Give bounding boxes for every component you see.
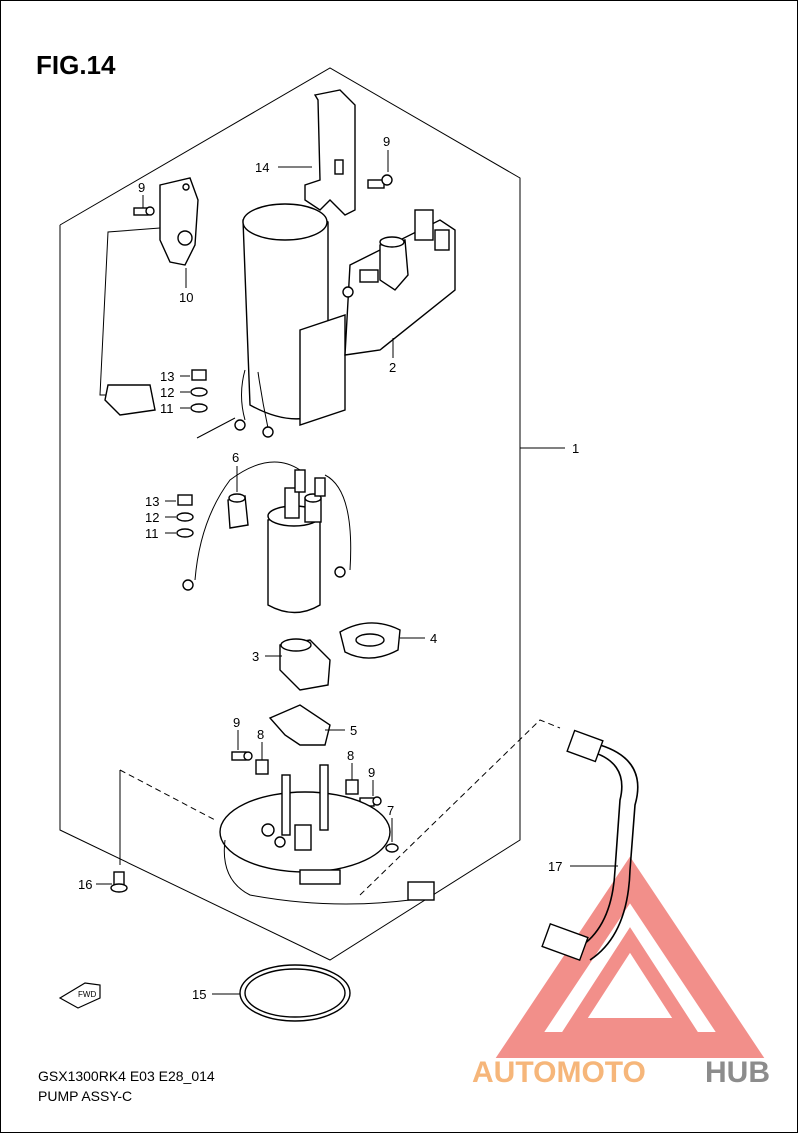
callout-4: 4 <box>430 631 437 646</box>
screw-9-lower-left <box>231 751 253 761</box>
callout-12: 12 <box>145 510 159 525</box>
terminal-ring <box>334 566 346 578</box>
screw-9-top-right <box>367 174 393 189</box>
callout-7: 7 <box>387 803 394 818</box>
callout-2: 2 <box>389 360 396 375</box>
callout-11: 11 <box>160 401 174 416</box>
callout-5: 5 <box>350 723 357 738</box>
nut-washer-stack-upper <box>190 369 208 413</box>
terminal-ring <box>182 579 194 591</box>
harness-connector <box>407 881 435 901</box>
callout-8: 8 <box>347 748 354 763</box>
fuel-level-gauge <box>99 177 199 416</box>
model-code: GSX1300RK4 E03 E28_014 <box>38 1068 215 1084</box>
watermark-text: AUTOMOTO HUB <box>472 1056 770 1089</box>
callout-6: 6 <box>232 450 239 465</box>
pump-wires <box>194 461 352 581</box>
fuel-filter-3 <box>279 638 331 691</box>
fuel-pump-case <box>242 203 346 426</box>
svg-text:AUTOMOTO: AUTOMOTO <box>472 1056 646 1089</box>
leader-hose <box>359 719 561 896</box>
callout-10: 10 <box>179 290 193 305</box>
callout-9: 9 <box>368 765 375 780</box>
base-harness <box>223 839 411 905</box>
case-wires <box>241 369 269 429</box>
gasket-15-inner <box>244 968 346 1018</box>
callout-13: 13 <box>145 494 159 509</box>
assembly-outline <box>59 67 521 961</box>
leader-16b <box>119 769 216 821</box>
fuel-pump-motor <box>267 469 326 614</box>
o-ring-7 <box>385 843 399 853</box>
bracket-5 <box>268 704 331 746</box>
callout-11: 11 <box>145 526 159 541</box>
callout-14: 14 <box>255 160 269 175</box>
callout-15: 15 <box>192 987 206 1002</box>
fuel-hose-17 <box>541 729 639 962</box>
figure-title: FIG.14 <box>36 50 116 80</box>
svg-text:HUB: HUB <box>705 1056 770 1089</box>
callout-9: 9 <box>233 715 240 730</box>
bracket-14 <box>304 89 356 216</box>
bolt-16 <box>110 871 128 893</box>
callout-1: 1 <box>572 441 579 456</box>
fwd-marker: FWD <box>58 982 101 1009</box>
assembly-name: PUMP ASSY-C <box>38 1088 133 1104</box>
screw-9-top-left <box>133 206 155 216</box>
callout-16: 16 <box>78 877 92 892</box>
callout-12: 12 <box>160 385 174 400</box>
pressure-regulator-bracket <box>342 209 456 356</box>
damper-rubber-6 <box>227 493 249 529</box>
callout-9: 9 <box>383 134 390 149</box>
terminal-ring <box>234 419 246 431</box>
plate-8-right <box>345 779 359 795</box>
nut-washer-stack-lower <box>176 494 194 538</box>
leader-case <box>196 417 236 439</box>
callout-8: 8 <box>257 727 264 742</box>
callout-3: 3 <box>252 649 259 664</box>
callout-17: 17 <box>548 859 562 874</box>
holder-4 <box>339 622 401 659</box>
callout-13: 13 <box>160 369 174 384</box>
leader-lines <box>96 150 618 995</box>
plate-8-left <box>255 759 269 775</box>
pump-base-plate <box>219 764 391 885</box>
terminal-ring <box>262 426 274 438</box>
svg-text:FWD: FWD <box>78 990 96 999</box>
callout-9: 9 <box>138 180 145 195</box>
watermark-logo <box>495 856 765 1058</box>
